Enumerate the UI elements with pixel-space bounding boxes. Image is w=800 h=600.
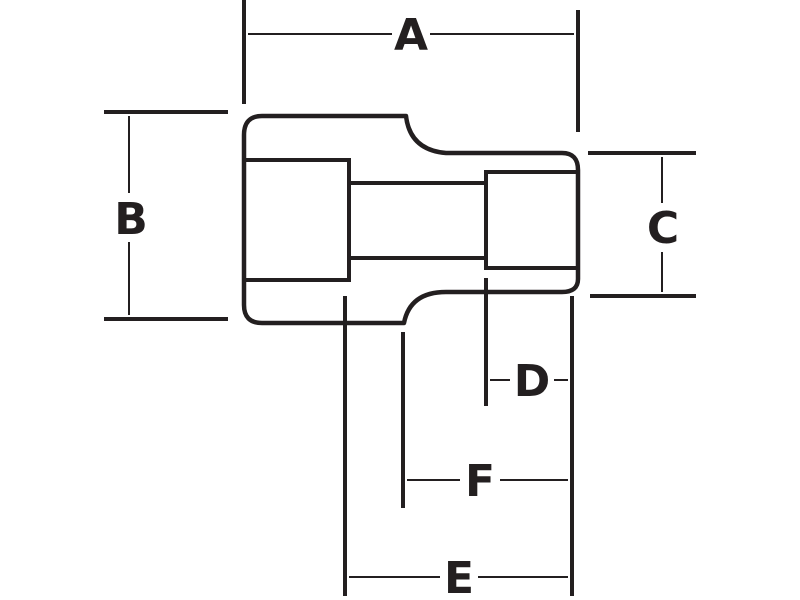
dimension-a: A [242,0,580,132]
dimension-b: B [104,110,228,321]
dimension-e-label: E [444,553,474,600]
dimension-e: E [343,296,568,600]
dimension-c-label: C [647,203,679,254]
dimension-a-label: A [394,10,428,61]
hex-opening [484,170,578,270]
dimension-c: C [588,151,696,298]
dimension-b-label: B [114,194,148,245]
socket-body [241,113,581,326]
socket-outline [241,113,581,326]
dimension-f: F [401,332,568,508]
drive-recess [244,158,351,282]
dimension-d: D [484,278,568,407]
dimension-f-label: F [465,456,495,507]
dimension-d-label: D [514,356,551,407]
